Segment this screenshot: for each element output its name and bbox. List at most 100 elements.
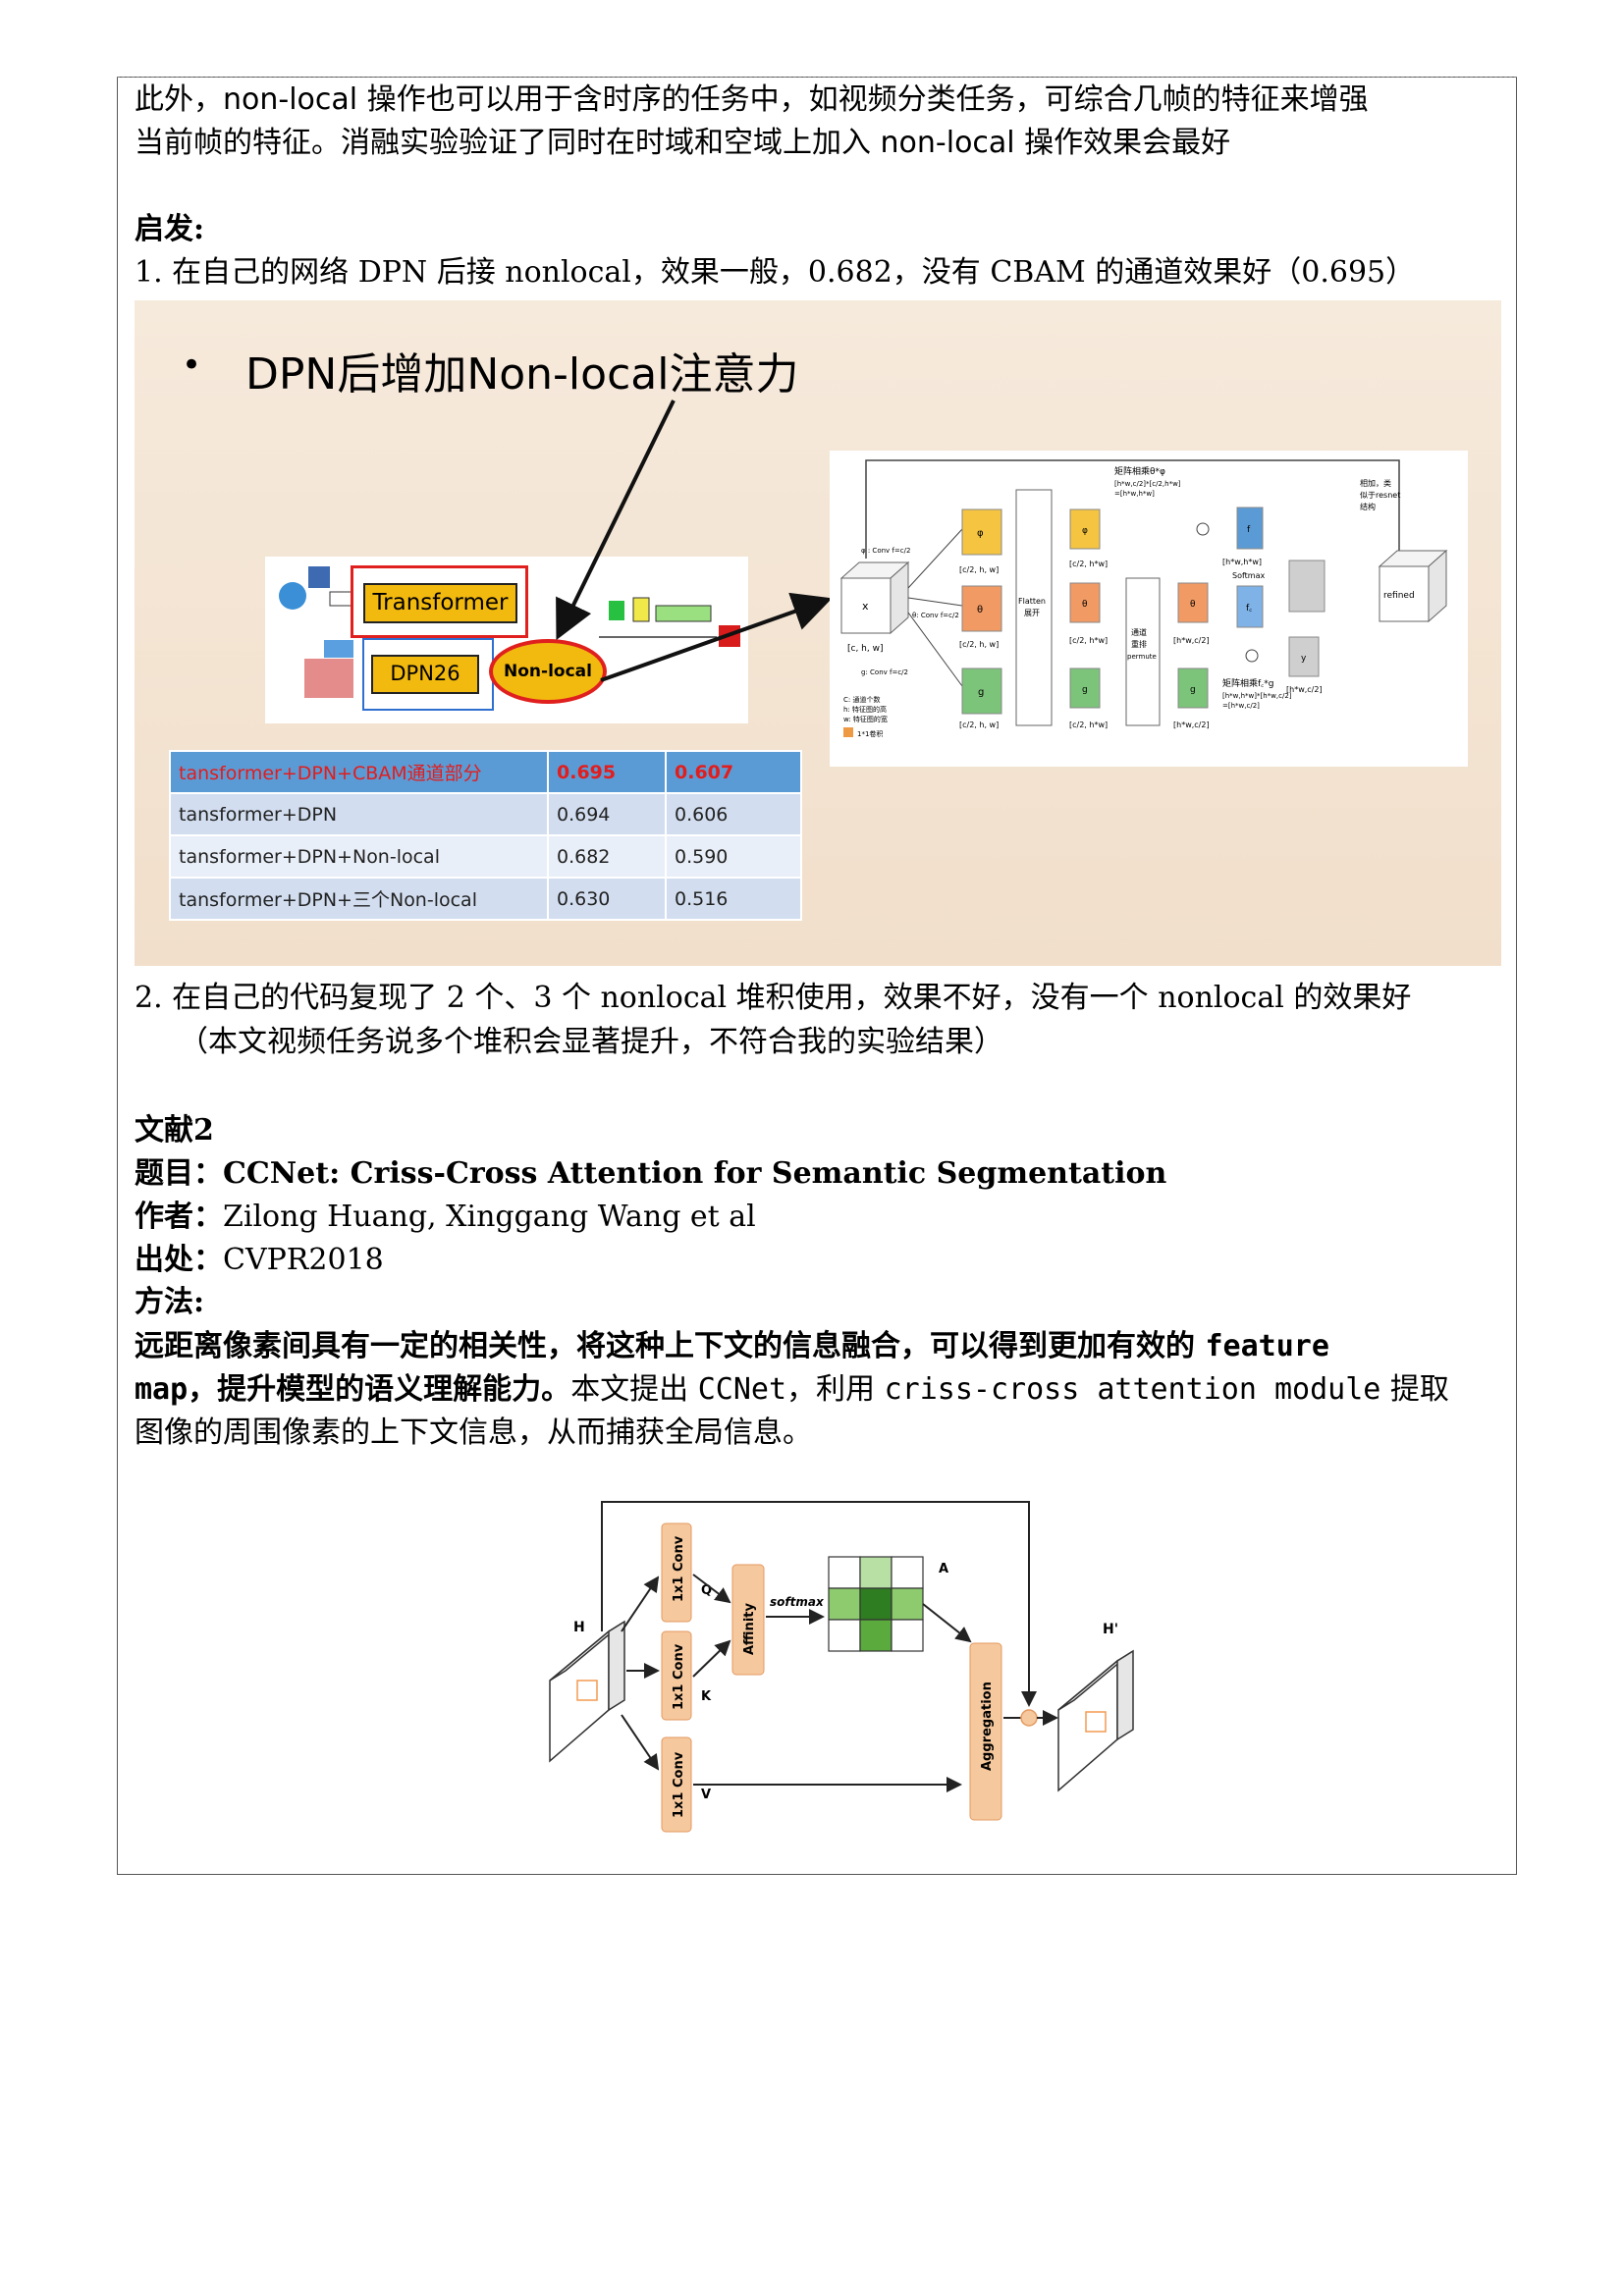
para1-line2: 当前帧的特征。消融实验验证了同时在时域和空域上加入 non-local 操作效果… bbox=[135, 126, 1231, 160]
theta-cube bbox=[961, 585, 1002, 632]
title-to-nonlocal-arrow bbox=[556, 400, 676, 641]
refined-cube bbox=[1379, 565, 1430, 622]
g-conv-label: g: Conv f=c/2 bbox=[861, 668, 908, 676]
slide-bullet: • bbox=[182, 346, 202, 385]
conv-v-label: 1x1 Conv bbox=[672, 1751, 686, 1818]
table-cell: 0.606 bbox=[665, 792, 802, 836]
phi-flat bbox=[1069, 508, 1101, 550]
conv-k-label: 1x1 Conv bbox=[672, 1643, 686, 1710]
theta-label: θ bbox=[977, 605, 983, 615]
table-cell: tansformer+DPN+三个Non-local bbox=[169, 877, 549, 921]
ref2-heading: 文献2 bbox=[135, 1113, 214, 1148]
fc-label: f꜀ bbox=[1246, 604, 1252, 614]
h-label: H bbox=[573, 1620, 585, 1635]
matmul1-dims: [h*w,c/2]*[c/2,h*w] bbox=[1114, 480, 1181, 488]
f-label: f bbox=[1247, 525, 1251, 535]
refined-label: refined bbox=[1383, 591, 1415, 601]
y-label: y bbox=[1301, 654, 1307, 664]
transformer-block: Transformer bbox=[363, 583, 517, 623]
table-row: tansformer+DPN+CBAM通道部分 0.695 0.607 bbox=[169, 750, 802, 794]
results-table: tansformer+DPN+CBAM通道部分 0.695 0.607 tans… bbox=[169, 750, 802, 921]
phi-conv-label: φ : Conv f=c/2 bbox=[861, 547, 910, 555]
legend-h: h: 特征图的高 bbox=[843, 705, 887, 714]
g-perm-label: g bbox=[1190, 685, 1196, 695]
g-label: g bbox=[978, 687, 984, 698]
softmax-label: Softmax bbox=[1232, 571, 1265, 580]
table-cell: 0.694 bbox=[547, 792, 667, 836]
branch-g-line bbox=[907, 612, 963, 687]
g-flat-label: g bbox=[1082, 685, 1088, 695]
branch-theta-line bbox=[907, 597, 963, 607]
g-flat-dims: [c/2, h*w] bbox=[1069, 721, 1108, 729]
h-cube-pixel bbox=[576, 1680, 598, 1701]
x-dims: [c, h, w] bbox=[847, 644, 883, 654]
dpn26-block: DPN26 bbox=[371, 655, 479, 694]
x-cube bbox=[840, 577, 892, 634]
q-label: Q bbox=[701, 1583, 712, 1598]
flatten-cn-label: 展开 bbox=[1024, 609, 1040, 617]
h-cube-side bbox=[608, 1620, 625, 1712]
matmul2-op bbox=[1245, 649, 1259, 663]
hprime-cube-front bbox=[1057, 1659, 1118, 1792]
flatten-label: Flatten bbox=[1018, 597, 1046, 606]
theta-perm bbox=[1177, 582, 1209, 623]
method-normal-a: 本文提出 bbox=[570, 1372, 698, 1407]
theta-perm-dims: [h*w,c/2] bbox=[1173, 636, 1210, 645]
method-feature-word: feature bbox=[1205, 1329, 1329, 1363]
ref2-method-label: 方法: bbox=[135, 1285, 205, 1319]
satellite-icon bbox=[308, 566, 330, 588]
conv-q bbox=[661, 1522, 692, 1623]
matmul1-op bbox=[1196, 522, 1210, 536]
matmul2-res: =[h*w,c/2] bbox=[1222, 702, 1260, 710]
ref2-title-line: 题目：CCNet: Criss-Cross Attention for Sema… bbox=[135, 1152, 1166, 1196]
satellite-globe-icon bbox=[279, 582, 306, 610]
table-row: tansformer+DPN+三个Non-local 0.630 0.516 bbox=[169, 877, 802, 921]
q-to-affinity bbox=[692, 1574, 731, 1604]
attn-cell bbox=[891, 1556, 924, 1589]
conv-k bbox=[661, 1630, 692, 1721]
theta-dims: [c/2, h, w] bbox=[959, 640, 999, 649]
branch-phi-line bbox=[907, 528, 963, 589]
h-cube-front bbox=[549, 1629, 610, 1763]
slide-arrows bbox=[556, 400, 833, 682]
attn-cell bbox=[859, 1556, 893, 1589]
ref2-source: CVPR2018 bbox=[223, 1243, 384, 1277]
conv-v bbox=[661, 1736, 692, 1833]
heatmap-icon bbox=[304, 659, 353, 698]
hprime-cube-side bbox=[1116, 1649, 1134, 1741]
add-note-2: 似于resnet bbox=[1360, 491, 1400, 500]
v-label: V bbox=[701, 1788, 711, 1802]
table-cell: 0.590 bbox=[665, 834, 802, 879]
attn-cell bbox=[828, 1619, 861, 1652]
phi-flat-label: φ bbox=[1082, 526, 1088, 536]
y-dims: [h*w,c/2] bbox=[1286, 685, 1323, 694]
g-perm bbox=[1177, 667, 1209, 709]
network-diagram-svg bbox=[279, 566, 740, 698]
transformer-outline bbox=[351, 565, 528, 638]
layer-block-2 bbox=[632, 597, 650, 622]
method-normal-e: 提取 bbox=[1380, 1372, 1449, 1407]
h-to-v-arrow bbox=[621, 1714, 660, 1771]
aggregation-label: Aggregation bbox=[980, 1682, 995, 1771]
attn-cell bbox=[828, 1587, 861, 1621]
table-cell: 0.516 bbox=[665, 877, 802, 921]
legend-w: w: 特征图的宽 bbox=[843, 715, 888, 723]
method-ccnet: CCNet bbox=[697, 1372, 787, 1407]
phi-cube bbox=[961, 508, 1002, 556]
table-cell: 0.695 bbox=[547, 750, 667, 794]
table-cell: tansformer+DPN+Non-local bbox=[169, 834, 549, 879]
frame-top-border bbox=[117, 77, 1517, 78]
slide-title: DPN后增加Non-local注意力 bbox=[245, 349, 799, 400]
conv-q-label: 1x1 Conv bbox=[672, 1535, 686, 1602]
nonlocal-detail-diagram: x [c, h, w] φ : Conv f=c/2 θ: Conv f=c/2… bbox=[830, 451, 1468, 767]
ref2-authors: Zilong Huang, Xinggang Wang et al bbox=[223, 1200, 756, 1234]
affinity-block bbox=[731, 1564, 765, 1676]
flatten-block bbox=[1015, 489, 1053, 726]
layer-block-1 bbox=[609, 601, 624, 620]
theta-flat-label: θ bbox=[1082, 600, 1088, 610]
ref2-title: CCNet: Criss-Cross Attention for Semanti… bbox=[223, 1156, 1167, 1191]
theta-flat bbox=[1069, 582, 1101, 623]
theta-perm-label: θ bbox=[1190, 600, 1196, 610]
table-cell: 0.682 bbox=[547, 834, 667, 879]
matmul2-dims: [h*w,h*w]*[h*w,c/2] bbox=[1222, 692, 1292, 700]
